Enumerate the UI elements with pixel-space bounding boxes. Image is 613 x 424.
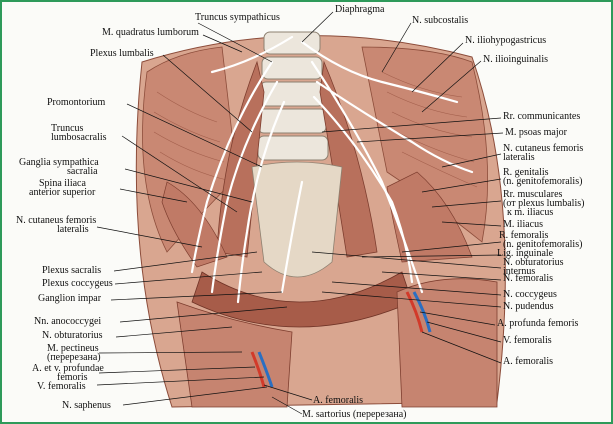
label-a-v-profundae-femoris-1: A. et v. profundae (32, 363, 104, 374)
sacrum (251, 161, 343, 278)
label-n-cutaneus-femoris-lateralis-left-1: N. cutaneus femoris (16, 215, 97, 226)
label-promontorium: Promontorium (47, 97, 106, 108)
label-plexus-lumbalis: Plexus lumbalis (90, 48, 154, 59)
vertebral-column (257, 31, 329, 161)
label-rr-musculares-3: к m. iliacus (507, 207, 554, 218)
label-n-pudendus: N. pudendus (503, 301, 554, 312)
label-truncus-lumbosacralis-2: lumbosacralis (51, 132, 107, 143)
label-plexus-coccygeus: Plexus coccygeus (42, 278, 113, 289)
label-a-profunda-femoris: A. profunda femoris (497, 318, 579, 329)
label-truncus-lumbosacralis-1: Truncus (51, 123, 84, 134)
label-m-quadratus-lumborum: M. quadratus lumborum (102, 27, 199, 38)
label-n-ilioinguinalis: N. ilioinguinalis (483, 54, 548, 65)
label-m-pectineus-1: M. pectineus (47, 343, 99, 354)
label-r-femoralis-2: (n. genitofemoralis) (503, 239, 583, 250)
label-n-obturatorius: N. obturatorius (42, 330, 103, 341)
label-v-femoralis-right: V. femoralis (503, 335, 552, 346)
psoas-right (319, 60, 378, 258)
label-a-v-profundae-femoris-2: femoris (57, 372, 88, 383)
label-diaphragma: Diaphragma (335, 4, 385, 15)
label-v-femoralis-left: V. femoralis (37, 381, 86, 392)
label-n-coccygeus: N. coccygeus (503, 289, 557, 300)
label-n-obturatorius-internus-2: internus (503, 266, 536, 277)
label-truncus-sympathicus: Truncus sympathicus (195, 12, 280, 23)
label-n-cutaneus-femoris-lateralis-left-2: lateralis (57, 224, 89, 235)
label-n-iliohypogastricus: N. iliohypogastricus (465, 35, 547, 46)
label-n-cutaneus-femoris-lateralis-right-2: lateralis (503, 152, 535, 163)
label-r-genitalis-2: (n. genitofemoralis) (503, 176, 583, 187)
label-nn-anococcygei: Nn. anococcygei (34, 316, 102, 327)
iliacus-left (161, 181, 228, 268)
label-a-femoralis-left: A. femoralis (313, 395, 363, 406)
label-r-genitalis-1: R. genitalis (503, 167, 549, 178)
label-lig-inguinale: Lig. inguinale (497, 248, 554, 259)
label-spina-iliaca-2: anterior superior (29, 187, 96, 198)
label-m-pectineus-2: (перерезана) (47, 352, 101, 363)
vessels (250, 291, 432, 388)
label-rr-communicantes: Rr. communicantes (503, 111, 581, 122)
label-r-femoralis-1: R. femoralis (499, 230, 549, 241)
label-n-cutaneus-femoris-lateralis-right-1: N. cutaneus femoris (503, 143, 584, 154)
label-rr-musculares-2: (от plexus lumbalis) (503, 198, 585, 209)
label-m-psoas-major: M. psoas major (505, 127, 567, 138)
leader-lines (96, 11, 504, 415)
label-spina-iliaca-1: Spina iliaca (39, 178, 86, 189)
label-ganglia-sympathica-2: sacralia (67, 166, 98, 177)
label-m-sartorius: M. sartorius (перерезана) (302, 409, 407, 420)
nerves (190, 35, 474, 304)
label-a-femoralis-right: A. femoralis (503, 356, 553, 367)
thigh-right (396, 278, 498, 408)
label-n-obturatorius-internus-1: N. obturatorius (503, 257, 564, 268)
label-rr-musculares-1: Rr. musculares (503, 189, 563, 200)
label-n-saphenus: N. saphenus (62, 400, 111, 411)
label-m-iliacus: M. iliacus (503, 219, 543, 230)
label-n-subcostalis: N. subcostalis (412, 15, 469, 26)
label-ganglion-impar: Ganglion impar (38, 293, 102, 304)
label-ganglia-sympathica-1: Ganglia sympathica (19, 157, 99, 168)
label-n-femoralis: N. femoralis (503, 273, 553, 284)
label-plexus-sacralis: Plexus sacralis (42, 265, 102, 276)
